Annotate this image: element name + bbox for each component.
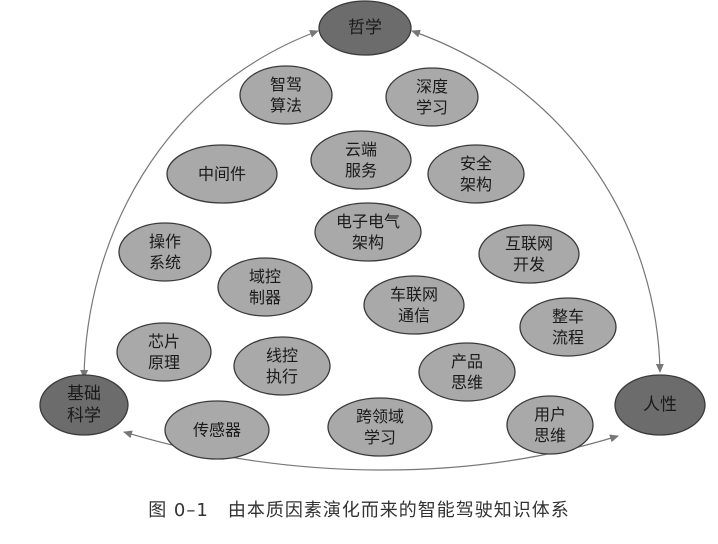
topic-node-shape	[314, 202, 422, 262]
figure-caption: 图 0–1 由本质因素演化而来的智能驾驶知识体系	[148, 500, 570, 521]
topic-node-label: 传感器	[193, 421, 241, 440]
topic-node-label: 芯片	[148, 332, 180, 351]
arrow-top-right	[411, 29, 664, 373]
topic-node-label: 安全	[460, 154, 492, 173]
topic-node-shape	[506, 395, 594, 455]
topic-node-label: 服务	[345, 161, 377, 180]
topic-node-shape	[478, 224, 580, 284]
topic-node-shape	[164, 400, 270, 460]
topic-node-label: 架构	[352, 233, 384, 252]
topic-node-shape	[239, 65, 333, 125]
topic-node-label: 智驾	[270, 75, 302, 94]
topic-node-label: 制器	[249, 288, 281, 307]
topic-node-label: 整车	[552, 307, 584, 326]
topic-node-shape	[427, 144, 525, 204]
topic-node-label: 用户	[534, 405, 566, 424]
topic-node-label: 互联网	[505, 234, 553, 253]
topic-node-shape	[116, 322, 212, 382]
topic-node-label: 学习	[364, 428, 396, 447]
topic-node-label: 算法	[270, 96, 302, 115]
topic-node-label: 流程	[552, 328, 584, 347]
node-layer: 智驾算法深度学习中间件云端服务安全架构电子电气架构操作系统互联网开发域控制器车联…	[116, 65, 617, 460]
topic-node-label: 线控	[266, 346, 298, 365]
topic-node-label: 域控	[249, 267, 281, 286]
topic-node-label: 架构	[460, 175, 492, 194]
topic-node-shape	[217, 257, 313, 317]
arrow-top-left	[80, 30, 319, 379]
topic-node-label: 中间件	[198, 165, 246, 184]
anchor-left-label: 基础	[67, 384, 101, 404]
topic-node-shape	[363, 275, 465, 335]
anchor-left-shape	[39, 374, 129, 436]
topic-node-label: 开发	[513, 255, 545, 274]
topic-node-shape	[418, 342, 516, 402]
anchor-right: 人性	[614, 374, 706, 436]
topic-node: 中间件	[166, 144, 278, 204]
topic-node-label: 操作	[149, 232, 181, 251]
topic-node-label: 电子电气	[336, 212, 400, 231]
topic-node-label: 学习	[416, 98, 448, 117]
topic-node-label: 车联网	[390, 285, 438, 304]
topic-node-shape	[166, 144, 278, 204]
topic-node-shape	[118, 222, 212, 282]
topic-node-label: 产品	[451, 352, 483, 371]
topic-node-label: 思维	[534, 426, 566, 445]
topic-node-label: 执行	[266, 367, 298, 386]
anchor-right-shape	[614, 374, 706, 436]
topic-node: 传感器	[164, 400, 270, 460]
anchor-top-shape	[318, 0, 412, 56]
topic-node-shape	[519, 297, 617, 357]
topic-node-shape	[327, 397, 433, 457]
topic-node-label: 系统	[149, 253, 181, 272]
topic-node-label: 跨领域	[356, 407, 404, 426]
knowledge-diagram: 哲学基础科学人性 智驾算法深度学习中间件云端服务安全架构电子电气架构操作系统互联…	[39, 0, 706, 471]
topic-node-shape	[385, 67, 479, 127]
topic-node-label: 云端	[345, 140, 377, 159]
anchor-top-label: 哲学	[348, 18, 382, 38]
topic-node-label: 思维	[451, 373, 483, 392]
anchor-top: 哲学	[318, 0, 412, 56]
topic-node-label: 深度	[416, 77, 448, 96]
topic-node-label: 原理	[148, 353, 180, 372]
anchor-left-label: 科学	[67, 406, 101, 426]
anchor-right-label: 人性	[643, 395, 677, 415]
topic-node-label: 通信	[398, 306, 430, 325]
topic-node-shape	[233, 336, 331, 396]
topic-node-shape	[310, 130, 412, 190]
